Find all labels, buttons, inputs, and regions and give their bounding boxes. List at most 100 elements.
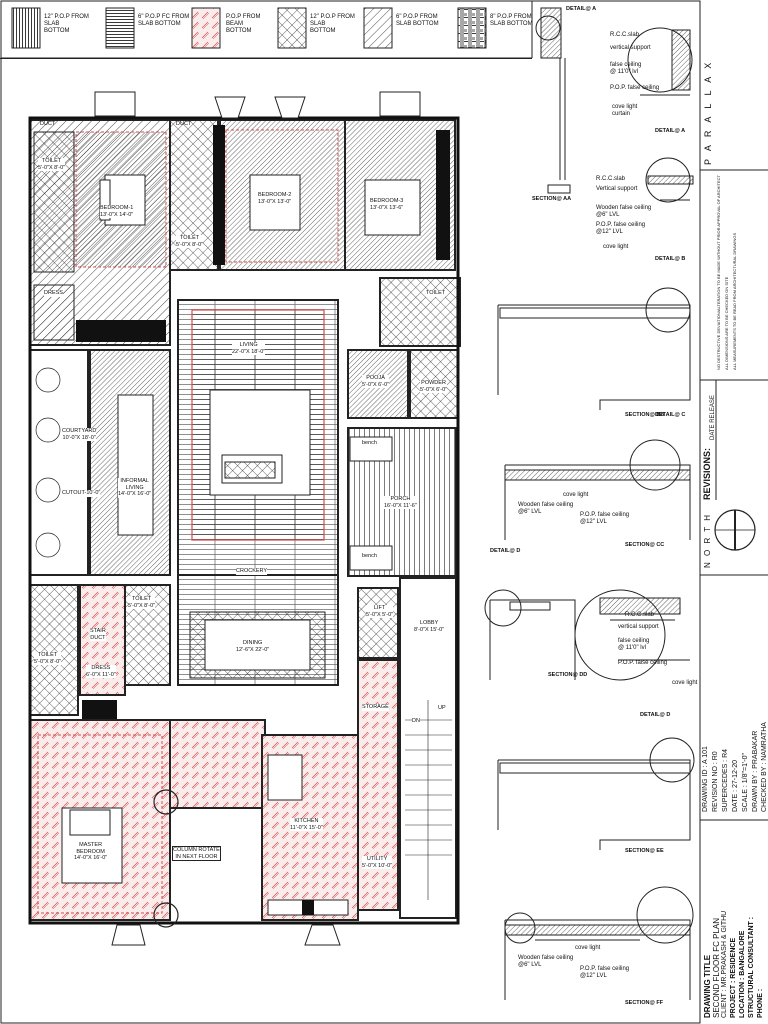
room-bedroom-2: BEDROOM-2 13'-0"X 13'-0" [258,192,292,205]
room-toilet-1: TOILET 5'-0"X 8'-0" [38,158,66,171]
section-dd-title: SECTION@ DD [548,672,588,678]
room-porch: PORCH 16'-0"X 11'-6" [384,496,417,509]
detail-drawings [484,7,695,1000]
stair-down: DN [412,718,420,725]
note-cove-light-b: cove light [603,244,629,250]
north-label: N O R T H [703,512,712,568]
drawing-scale: SCALE : 1/8"=1'-0" [742,752,749,812]
structural-consultant: STRUCTURAL CONSULTANT : [748,916,755,1018]
room-toilet-2: TOILET 5'-0"X 8'-0" [176,235,204,248]
note-vertical-support-b: Vertical support [596,186,638,192]
room-duct-2: DUCT [176,121,192,127]
note-false-ceiling-11: false ceiling @ 11'0" lvl [610,62,642,75]
note-cove-light-d: cove light [672,680,698,686]
client-name: CLIENT : MR.PRAKASH & GITHU [721,910,728,1018]
detail-d-title: DETAIL@ D [490,548,521,554]
room-crockery: CROCKERY [236,568,268,575]
title-block-frame [699,1,768,1023]
room-powder: POWDER 5'-0"X 6'-0" [420,380,448,393]
drawing-id: DRAWING ID : A 101 [702,746,709,812]
legend-pop-slab-8: 8" P.O.P FROM SLAB BOTTOM [490,14,533,27]
room-stair-duct: STAIR DUCT [90,628,106,641]
legend: 12" P.O.P FROM SLAB BOTTOM 6" P.O.P FC F… [0,0,533,59]
drawing-date: DATE : 27-12-20 [732,759,739,812]
note-pop-false-ceiling-c: P.O.P. false ceiling @12" LVL [580,512,630,525]
note-cove-light-f: cove light [575,945,601,951]
legend-pop-slab-12: 12" P.O.P FROM SLAB BOTTOM [44,14,89,34]
room-lift: LIFT 5'-0"X 5'-0" [366,605,394,618]
legend-swatches [11,7,487,49]
note-vertical-support: vertical support [610,45,651,51]
detail-a-top-title: DETAIL@ A [566,6,597,12]
legend-pop-slab-6: 6" P.O.P FROM SLAB BOTTOM [396,14,439,27]
section-aa-title: SECTION@ AA [532,196,572,202]
project-name: PROJECT : RESIDENCE [730,937,737,1018]
section-ff-title: SECTION@ FF [625,1000,664,1006]
column-rotate-note: COLUMN ROTATE IN NEXT FLOOR [172,846,221,861]
floor-plan [28,91,461,946]
room-storage: STORAGE [362,704,389,711]
room-duct-1: DUCT [40,121,56,127]
note-vertical-support-d: vertical support [618,624,659,630]
phone-label: PHONE : [757,988,764,1018]
brand-name: P A R A L L A X [703,59,713,165]
note-wooden-false-ceiling-b: Wooden false ceiling @6" LVL [596,205,652,218]
room-dining: DINING 12'-6"X 22'-0" [236,640,270,653]
room-dress-2: DRESS 6'-0"X 11'-0" [86,665,116,678]
drawing-name: SECOND FLOOR FC PLAN [712,917,721,1018]
room-pooja: POOJA 5'-0"X 6'-0" [362,375,390,388]
room-toilet-4: TOILET 5'-0"X 8'-0" [34,652,62,665]
section-cc-title: SECTION@ CC [625,542,665,548]
drawing-title-label: DRAWING TITLE [703,954,712,1018]
note-pop-false-ceiling-d: P.O.P. false ceiling [618,660,668,666]
location-name: LOCATION : BANGALORE [739,930,746,1018]
room-bench-1: bench [362,440,377,446]
legend-pop-fc-6: 6" P.O.P FC FROM SLAB BOTTOM [138,14,190,27]
checked-by: CHECKED BY : NAMRATHA [761,722,768,812]
room-dress-1: DRESS [44,290,63,297]
legend-pop-slab-12b: 12" P.O.P FROM SLAB BOTTOM [310,14,355,34]
note-rcc-slab: R.C.C.slab [610,32,640,38]
stair-up: UP [438,705,446,712]
supersedes: SUPERCEDES : R4 [722,748,729,812]
room-cutout: CUTOUT-10'-0" [62,490,101,497]
room-toilet-3: TOILET [426,290,446,297]
note-rcc-slab-d: R.C.C.slab [625,612,655,618]
legend-pop-beam: P.O.P FROM BEAM BOTTOM [226,14,261,34]
note-wooden-false-ceiling-f: Wooden false ceiling @6" LVL [518,955,574,968]
revisions-title: REVISIONS: [702,447,712,500]
note-pop-false-ceiling-f: P.O.P. false ceiling @12" LVL [580,966,630,979]
note-wooden-false-ceiling-c: Wooden false ceiling @6" LVL [518,502,574,515]
room-bench-2: bench [362,553,377,559]
note-cove-light-curtain: cove light curtain [612,104,638,117]
note-no-deviation: NO DESTRUCTIVE DEVIATION/ALTERATION TO B… [716,175,721,370]
room-utility: UTILITY 5'-0"X 10'-0" [362,856,393,869]
room-living: LIVING 22'-0"X 18'-0" [232,342,266,355]
note-measurements: ALL MEASUREMENTS TO BE READ FROM ARCHITE… [732,232,737,370]
revisions-columns: DATE RELEASE [710,395,716,440]
detail-b-title: DETAIL@ B [655,256,686,262]
note-pop-false-ceiling: P.O.P. false ceiling [610,85,660,91]
section-ee-title: SECTION@ EE [625,848,664,854]
drawn-by: DRAWN BY : PRABAKAR [752,730,759,812]
note-cove-light-c: cove light [563,492,589,498]
detail-c-title: DETAIL@ C [655,412,686,418]
room-master-bedroom: MASTER BEDROOM 14'-0"X 16'-0" [74,842,108,862]
note-false-ceiling-d: false ceiling @ 11'0" lvl [618,638,650,651]
room-courtyard: COURTYARD 10'-0"X 18'-0" [62,428,97,441]
revision-no: REVISION NO : R0 [712,751,719,812]
north-arrow-icon [714,509,756,551]
detail-d2-title: DETAIL@ D [640,712,671,718]
section-bb-title: SECTION@ BB [625,412,665,418]
room-bedroom-3: BEDROOM-3 13'-0"X 13'-6" [370,198,404,211]
room-bedroom-1: BEDROOM-1 13'-0"X 14'-0" [100,205,134,218]
detail-a-title: DETAIL@ A [655,128,686,134]
room-toilet-5: TOILET 5'-0"X 8'-0" [128,596,156,609]
room-informal-living: INFORMAL LIVING 14'-0"X 16'-0" [118,478,152,498]
note-pop-false-ceiling-b: P.O.P. false ceiling @12" LVL [596,222,646,235]
room-kitchen: KITCHEN 11'-0"X 15'-0" [290,818,323,831]
room-lobby: LOBBY 8'-0"X 15'-0" [414,620,445,633]
note-dimensions: ALL DIMENSIONS ARE TO BE CHECKED ON SITE [724,276,729,370]
note-rcc-slab-b: R.C.C.slab [596,176,626,182]
